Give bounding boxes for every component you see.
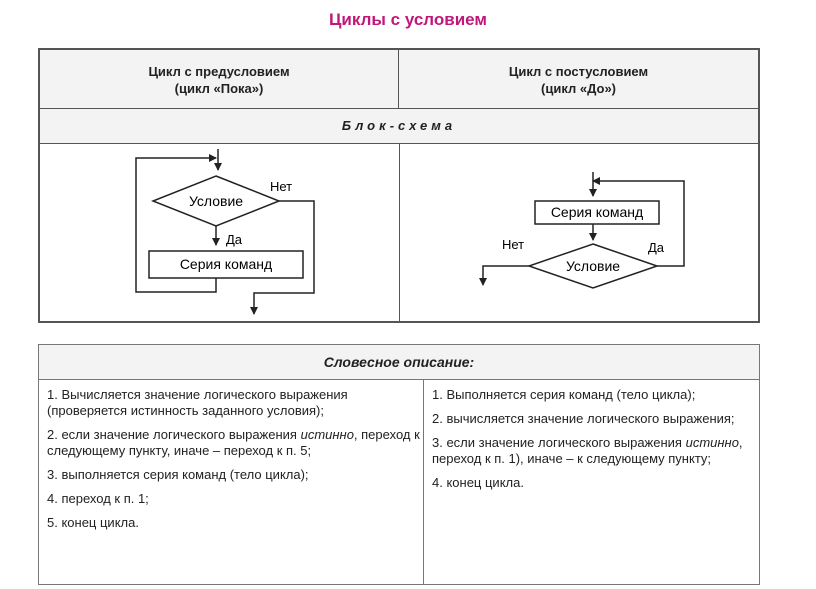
post-step-2: 2. вычисляется значение логического выра… <box>432 411 735 426</box>
pre-commands-label: Серия команд <box>180 256 272 272</box>
post-loop-title: Цикл с постусловием <box>508 64 649 79</box>
post-loop-subtitle: (цикл «До») <box>541 81 616 96</box>
post-condition-diamond <box>526 243 660 289</box>
pre-no-label: Нет <box>270 179 292 194</box>
post-loop-flowchart: Серия команд Условие Да Нет <box>479 172 685 289</box>
post-loop-steps: 1. Выполняется серия команд (тело цикла)… <box>424 379 759 584</box>
pre-loop-flowchart-cell: Условие Да Серия команд Нет <box>40 144 400 321</box>
pre-step-2-text: 2. если значение логического выражения <box>47 427 297 442</box>
pre-commands-box <box>148 250 304 279</box>
post-commands-label: Серия команд <box>551 204 643 220</box>
loops-table: Цикл с предусловием (цикл «Пока») Цикл с… <box>38 48 760 323</box>
pre-step-5: 5. конец цикла. <box>47 515 139 530</box>
post-step-3-italic: истинно <box>685 435 739 450</box>
pre-step-2: 2. если значение логического выражения и… <box>47 427 423 459</box>
pre-loop-subtitle: (цикл «Пока») <box>174 81 264 96</box>
post-yes-label: Да <box>648 240 665 255</box>
verbal-description-label: Словесное описание: <box>323 354 475 370</box>
post-no-exit-line <box>479 265 529 286</box>
post-loop-flowchart-cell: Серия команд Условие Да Нет <box>399 144 758 321</box>
post-step-1: 1. Выполняется серия команд (тело цикла)… <box>432 387 696 402</box>
post-step-3: 3. если значение логического выражения и… <box>432 435 759 467</box>
verbal-description-header: Словесное описание: <box>39 345 759 380</box>
post-yes-loop-back-line <box>592 177 685 267</box>
block-scheme-row: Блок-схема <box>40 108 758 144</box>
pre-loop-title: Цикл с предусловием <box>148 64 290 79</box>
pre-loop-back-line <box>135 154 217 293</box>
post-condition-label: Условие <box>566 258 620 274</box>
pre-loop-header: Цикл с предусловием (цикл «Пока») <box>40 50 399 108</box>
verbal-description-table: Словесное описание: 1. Вычисляется значе… <box>38 344 760 585</box>
pre-step-3: 3. выполняется серия команд (тело цикла)… <box>47 467 309 482</box>
pre-step-2-rest: , переход к следующему пункту, иначе – п… <box>47 427 420 458</box>
pre-loop-steps: 1. Вычисляется значение логического выра… <box>39 379 424 584</box>
pre-yes-label: Да <box>226 232 243 247</box>
pre-loop-flowchart: Условие Да Серия команд Нет <box>135 149 315 315</box>
post-no-label: Нет <box>502 237 524 252</box>
post-commands-box <box>534 200 660 225</box>
pre-no-exit-line <box>250 200 315 315</box>
post-step-3-text: 3. если значение логического выражения <box>432 435 682 450</box>
pre-step-2-italic: истинно <box>300 427 354 442</box>
post-step-3-rest: , переход к п. 1), иначе – к следующему … <box>432 435 743 466</box>
pre-step-4: 4. переход к п. 1; <box>47 491 149 506</box>
pre-step-1: 1. Вычисляется значение логического выра… <box>47 387 348 418</box>
post-step-4: 4. конец цикла. <box>432 475 524 490</box>
block-scheme-label: Блок-схема <box>341 118 457 133</box>
post-loop-header: Цикл с постусловием (цикл «До») <box>399 50 758 108</box>
pre-condition-label: Условие <box>189 193 243 209</box>
page-title: Циклы с условием <box>329 10 487 29</box>
